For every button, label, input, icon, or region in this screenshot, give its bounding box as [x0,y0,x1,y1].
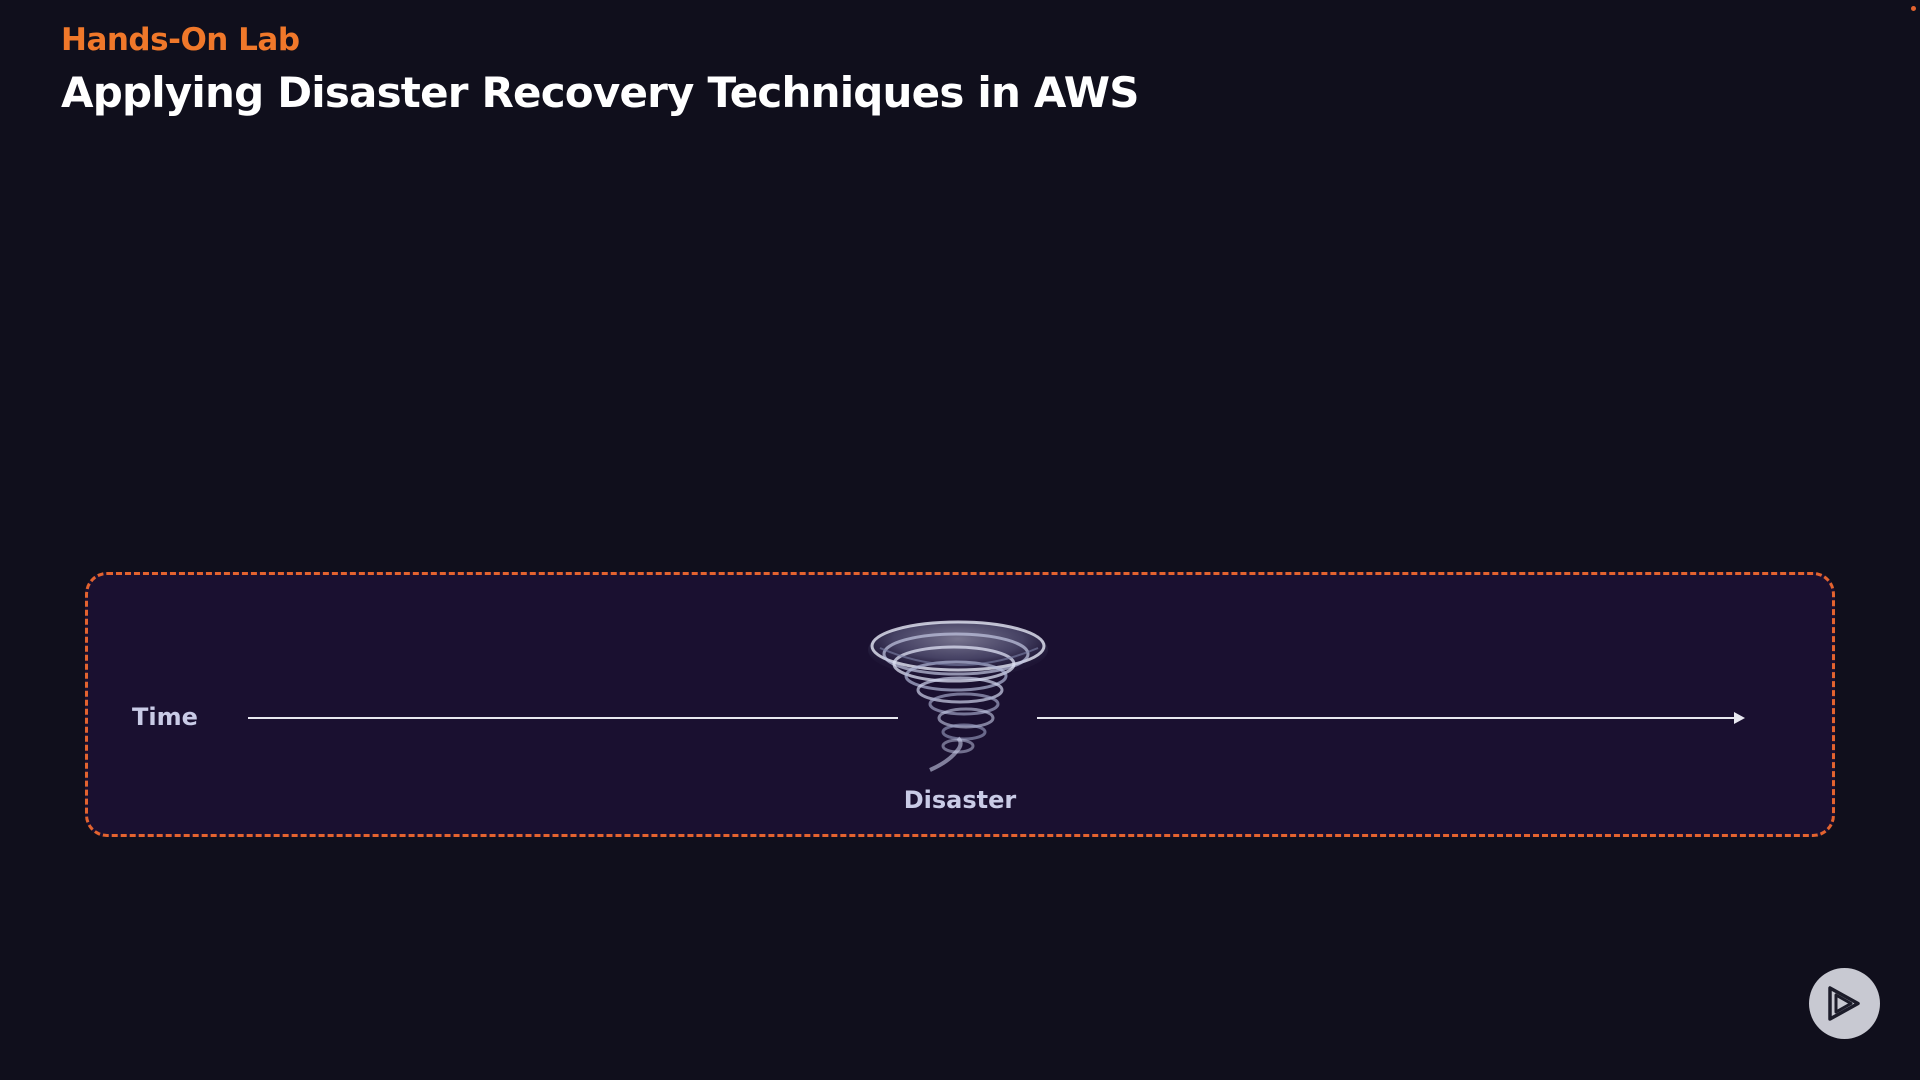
lab-kicker: Hands-On Lab [61,22,300,58]
play-button[interactable] [1809,968,1880,1039]
timeline-line-before [248,717,898,719]
disaster-label: Disaster [903,786,1017,814]
play-icon [1828,986,1860,1021]
timeline-arrow-head [1734,712,1745,724]
tornado-icon [868,620,1048,772]
timeline-line-after [1037,717,1736,719]
corner-dot [1911,6,1916,11]
time-axis-label: Time [132,703,198,731]
timeline-box [85,572,1835,837]
slide-title: Applying Disaster Recovery Techniques in… [61,68,1139,117]
